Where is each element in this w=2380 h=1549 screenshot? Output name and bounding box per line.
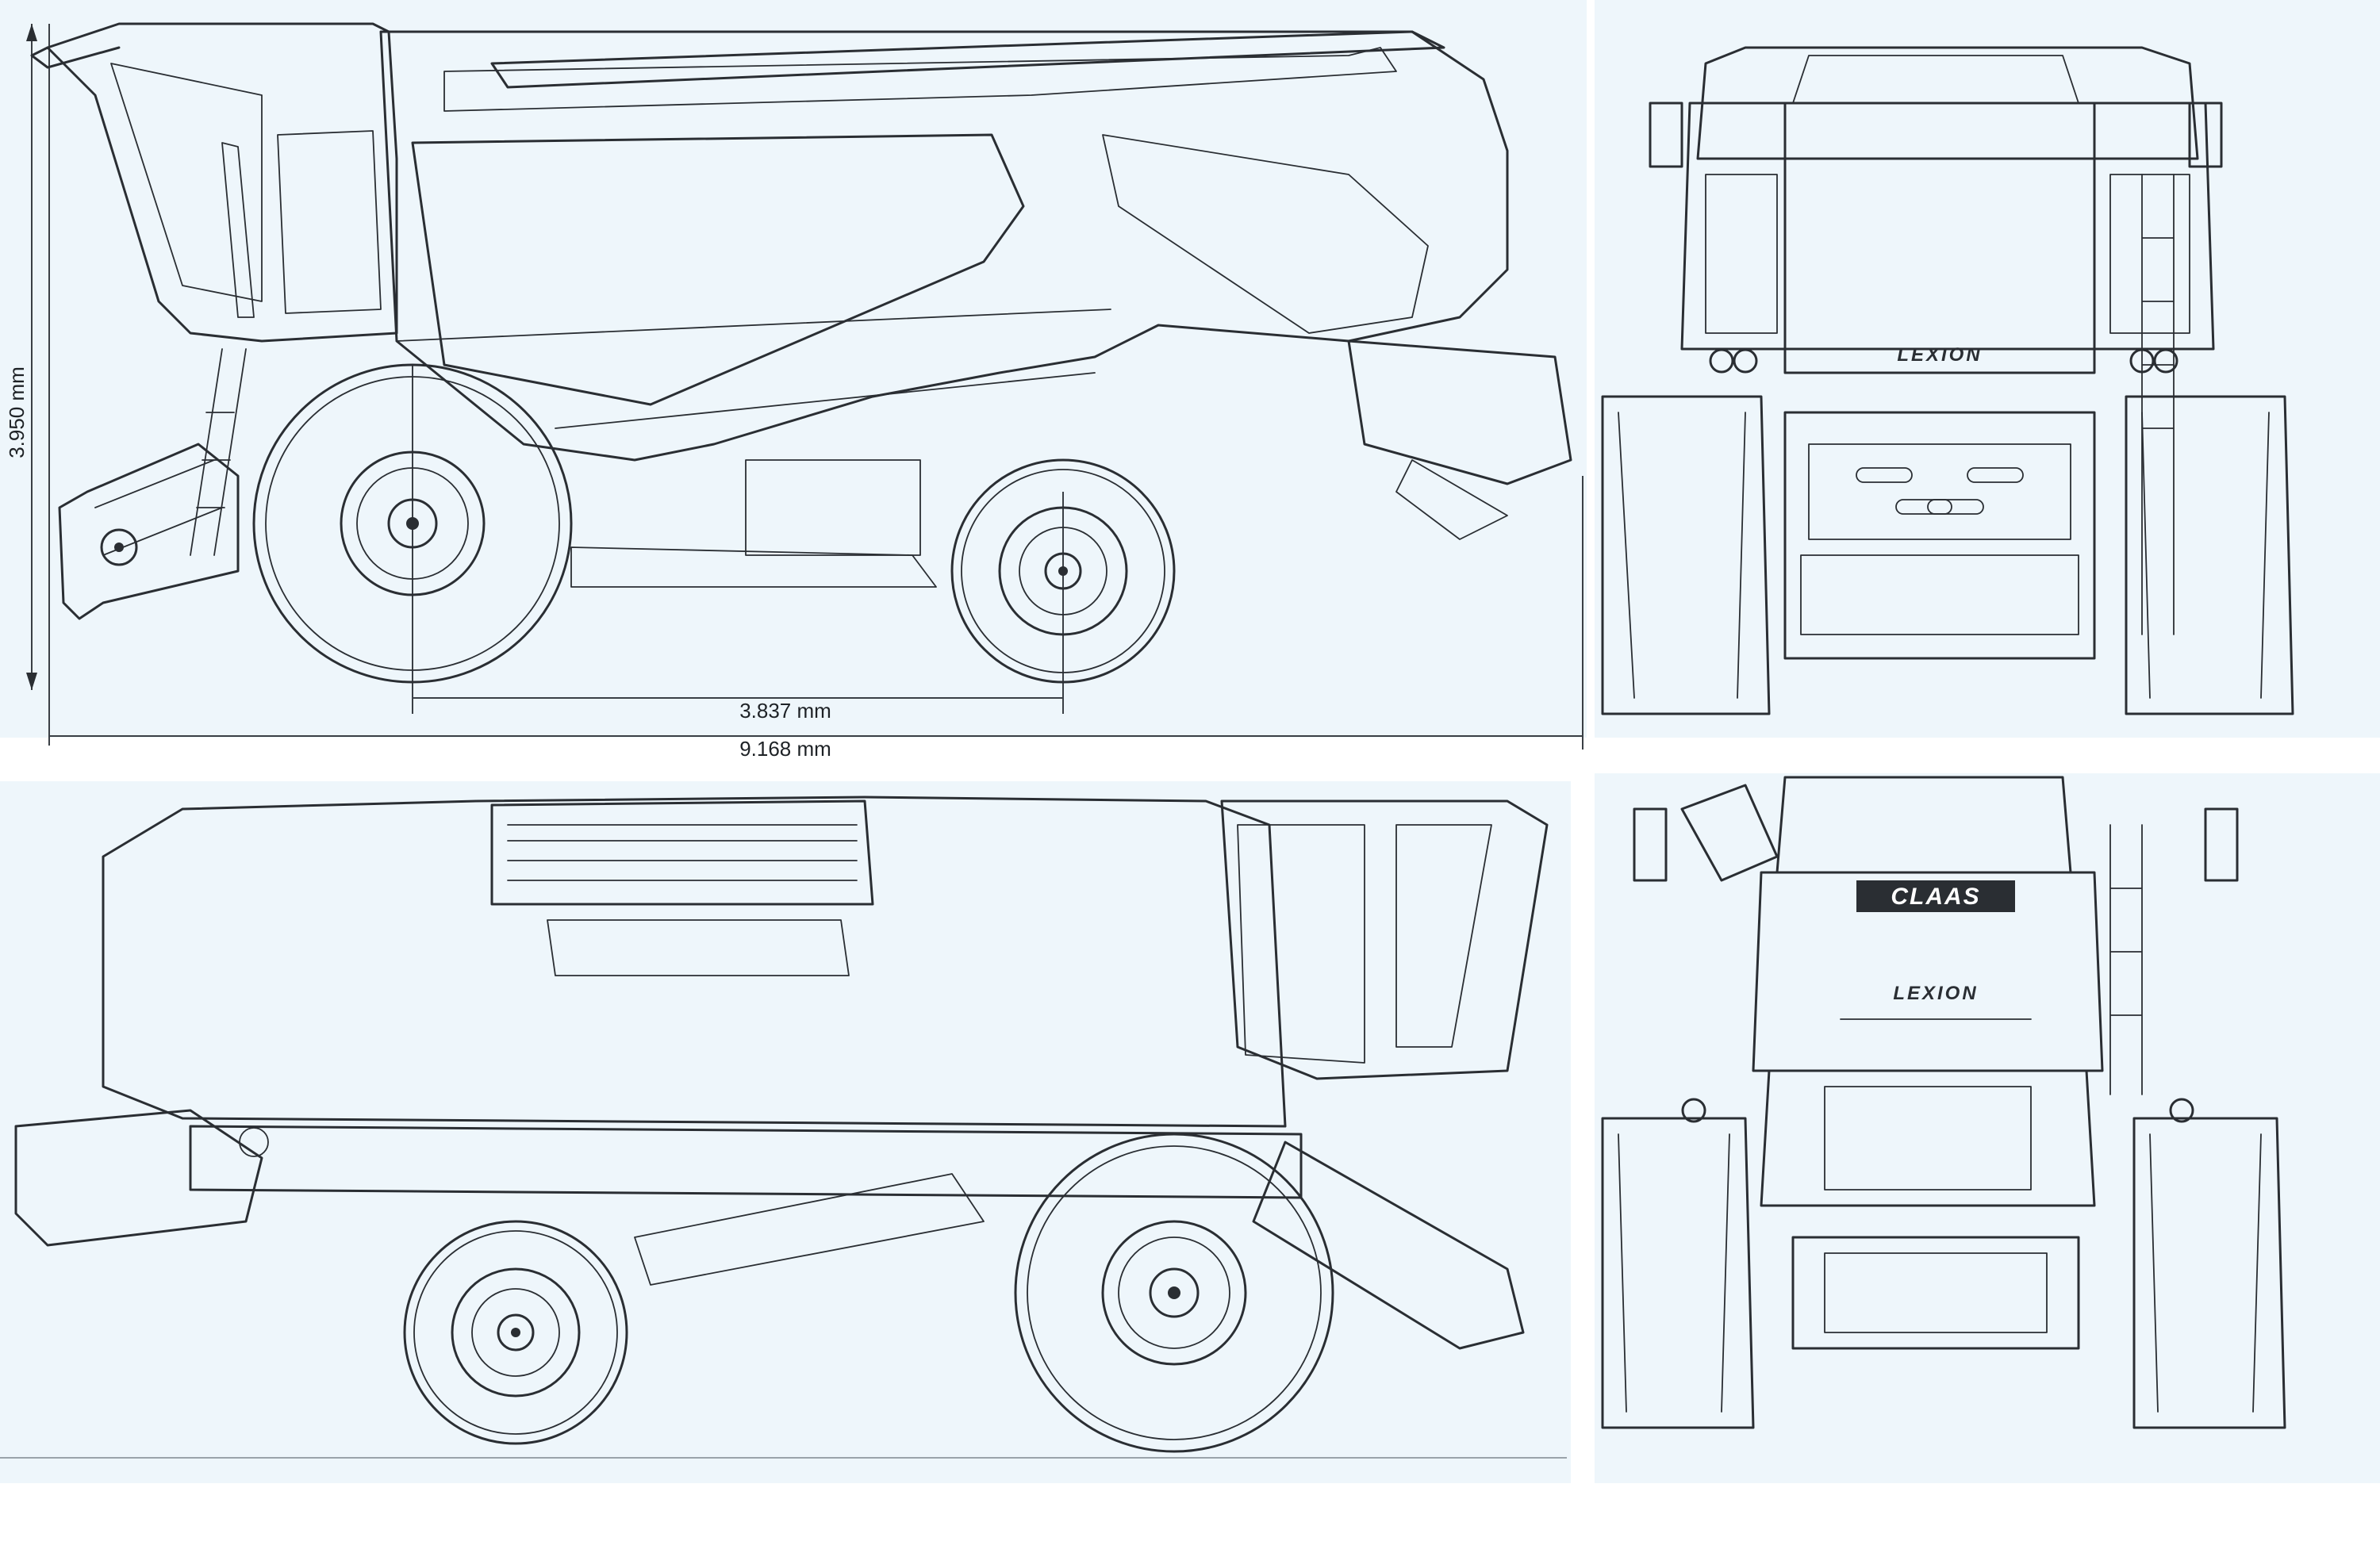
front-maker-badge: CLAAS (1891, 884, 1980, 910)
feeder-house (58, 443, 240, 620)
rear-steer-wheel-left (950, 458, 1176, 684)
rear-right-tyre (2125, 395, 2294, 715)
cab-right-view (1220, 799, 1549, 1080)
side-view-right-panel (0, 781, 1571, 1483)
side-view-right (0, 796, 1567, 1459)
side-view-left (26, 22, 1583, 750)
wheelbase-dimension-label: 3.837 mm (739, 699, 831, 723)
unloading-auger (490, 30, 1445, 89)
rear-spreader (14, 1109, 263, 1247)
feeder-right (1252, 1141, 1525, 1350)
straw-chopper (1347, 339, 1572, 485)
rear-steer-wheel-right (403, 1220, 628, 1445)
length-dimension (49, 476, 1583, 750)
main-body (379, 30, 1509, 462)
height-dimension (26, 24, 50, 746)
wheelbase-dimension (412, 365, 1064, 714)
rear-hood (1783, 411, 2096, 660)
front-left-tyre (1601, 1117, 1755, 1429)
front-brand-plate (1856, 880, 2015, 912)
rear-model-badge: LEXION (1897, 344, 1982, 366)
side-view-left-panel (0, 0, 1587, 738)
rear-cab-top (1696, 46, 2199, 160)
front-view: CLAAS LEXION (1601, 776, 2286, 1429)
engine-compartment (102, 796, 1287, 1128)
rear-left-tyre (1601, 395, 1771, 715)
rear-view: LEXION (1601, 46, 2294, 715)
length-dimension-label: 9.168 mm (739, 737, 831, 761)
height-dimension-label: 3.950 mm (5, 366, 29, 458)
front-drive-wheel-left (252, 363, 573, 684)
grain-tank-panel (411, 133, 1025, 406)
rear-view-panel (1595, 0, 2380, 738)
grille-slats (507, 824, 858, 881)
radiator-grille (490, 799, 874, 906)
front-view-panel (1595, 773, 2380, 1483)
front-right-tyre (2132, 1117, 2286, 1429)
front-model-badge: LEXION (1893, 983, 1978, 1004)
front-cab (1752, 871, 2104, 1072)
front-drive-wheel-right (1014, 1133, 1334, 1453)
